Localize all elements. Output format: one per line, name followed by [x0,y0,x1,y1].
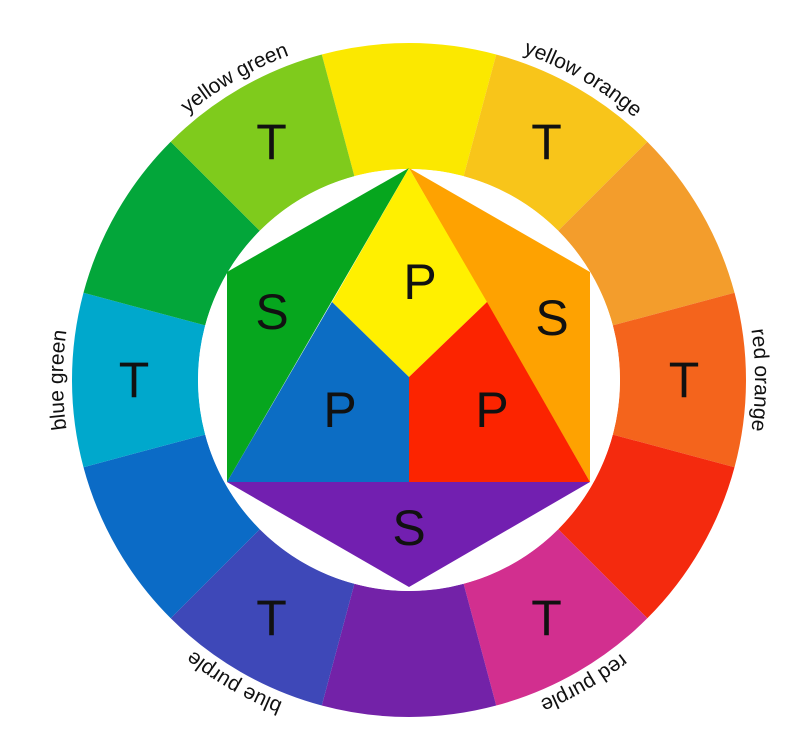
ring-segment-green [83,141,260,326]
tertiary-letter: T [531,114,562,170]
ring-segment-orange [558,141,735,326]
tertiary-letter: T [256,590,287,646]
primary-yellow-letter: P [403,254,436,310]
secondary-green-triangle [227,168,409,482]
primary-blue-letter: P [323,382,356,438]
inner-triangles: P P P S S S [227,168,590,587]
ring-segment-purple [321,583,497,717]
secondary-green-letter: S [255,284,288,340]
label-blue-green: blue green [45,328,71,431]
tertiary-letter: T [119,352,150,408]
ring-segment-yellow-orange [463,54,648,231]
label-red-orange: red orange [746,327,773,433]
primary-yellow-shape [332,168,487,377]
primary-blue-shape [227,302,409,482]
tertiary-letter: T [669,352,700,408]
ring-segment-blue [83,434,260,619]
secondary-purple-letter: S [392,500,425,556]
ring-segment-blue-green [72,292,206,468]
ring-segment-yellow-green [170,54,355,231]
ring-segment-red [558,434,735,619]
secondary-purple-triangle [227,482,590,587]
ring-segment-red-purple [463,529,648,706]
primary-red-letter: P [475,382,508,438]
ring-segment-yellow [321,42,497,177]
ring-segment-blue-purple [170,529,355,706]
color-ring: T T T T T T [72,42,746,717]
ring-segment-red-orange [612,292,746,468]
primary-red-shape [409,302,590,482]
tertiary-letter: T [531,590,562,646]
tertiary-letter: T [256,114,287,170]
secondary-orange-letter: S [535,290,568,346]
